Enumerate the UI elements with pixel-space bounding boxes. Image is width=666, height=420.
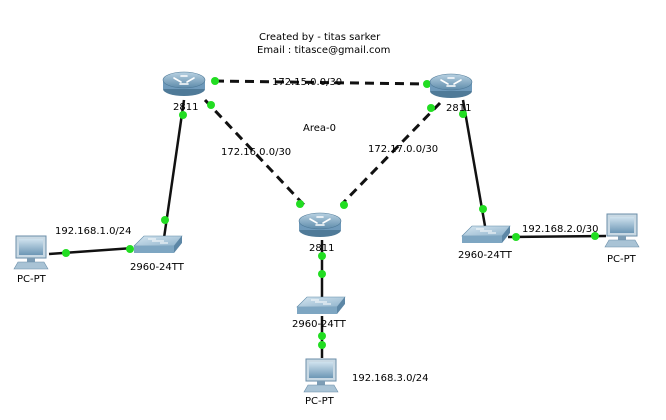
network-label-left: 172.16.0.0/30 [221, 147, 291, 158]
port-light [318, 332, 326, 340]
router-label-center: 2811 [309, 243, 334, 254]
port-light [427, 104, 435, 112]
port-light [211, 77, 219, 85]
router-label-left: 2811 [173, 102, 198, 113]
switch-center[interactable] [296, 296, 346, 314]
link-switch-right-pc[interactable] [507, 234, 607, 239]
router-label-right: 2811 [446, 103, 471, 114]
router-center[interactable] [298, 212, 342, 237]
port-light [423, 80, 431, 88]
pc-label-right: PC-PT [607, 254, 637, 265]
port-light [318, 341, 326, 349]
port-light [591, 232, 599, 240]
pc-bottom[interactable] [303, 358, 339, 393]
pc-right[interactable] [604, 213, 640, 248]
switch-label-left: 2960-24TT [130, 262, 185, 273]
port-light [340, 201, 348, 209]
network-label-lan-bottom: 192.168.3.0/24 [352, 373, 429, 384]
network-label-right: 172.17.0.0/30 [368, 144, 438, 155]
credit-email: Email : titasce@gmail.com [257, 45, 390, 56]
port-light [318, 252, 326, 260]
network-label-lan-left: 192.168.1.0/24 [55, 226, 132, 237]
router-left[interactable] [162, 71, 206, 96]
port-light [459, 110, 467, 118]
port-light [512, 233, 520, 241]
pc-left[interactable] [13, 235, 49, 270]
pc-label-left: PC-PT [17, 274, 47, 285]
port-light [296, 200, 304, 208]
link-switch-left-pc[interactable] [48, 246, 134, 256]
link-router-right-switch[interactable] [461, 99, 487, 227]
port-light [207, 101, 215, 109]
router-right[interactable] [429, 73, 473, 98]
link-router-left-center[interactable] [203, 98, 306, 207]
network-label-top: 172.15.0.0/30 [272, 77, 342, 88]
port-light [62, 249, 70, 257]
port-light [479, 205, 487, 213]
network-label-lan-right: 192.168.2.0/30 [522, 224, 599, 235]
area-label: Area-0 [303, 123, 336, 134]
link-router-right-center[interactable] [339, 101, 442, 207]
credit-author: Created by - titas sarker [259, 32, 381, 43]
link-router-left-right[interactable] [214, 79, 428, 86]
port-light [126, 245, 134, 253]
link-router-left-switch[interactable] [162, 99, 186, 239]
pc-label-bottom: PC-PT [305, 396, 335, 407]
switch-label-right: 2960-24TT [458, 250, 513, 261]
port-light [161, 216, 169, 224]
switch-right[interactable] [461, 225, 511, 243]
switch-label-center: 2960-24TT [292, 319, 347, 330]
port-light [318, 270, 326, 278]
port-lights [62, 77, 599, 349]
switch-left[interactable] [133, 235, 183, 253]
port-light [179, 111, 187, 119]
